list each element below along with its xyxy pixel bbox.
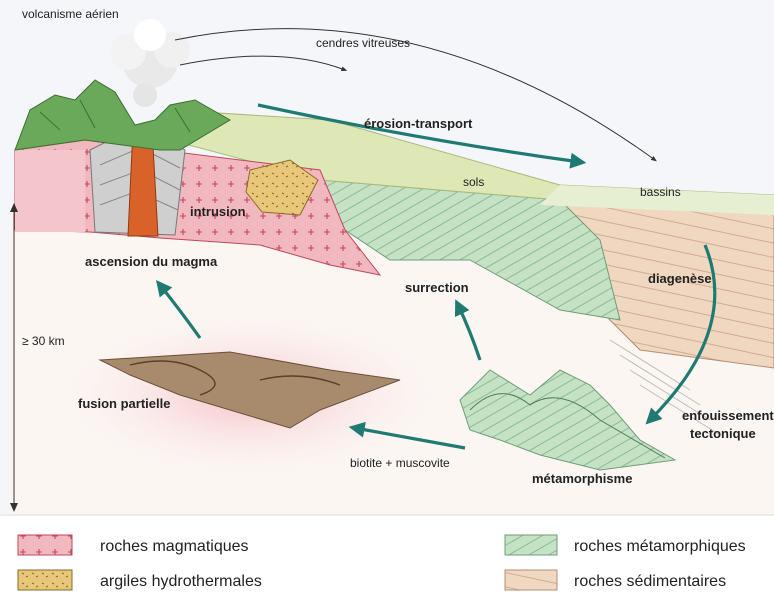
label-tectonique: tectonique: [690, 426, 756, 441]
label-enfouissement: enfouissement: [682, 408, 774, 423]
legend-label-magmatic: roches magmatiques: [100, 538, 249, 555]
label-metamorphisme: métamorphisme: [532, 471, 632, 486]
legend: roches magmatiques argiles hydrothermale…: [18, 535, 746, 590]
label-intrusion: intrusion: [190, 204, 246, 219]
label-erosion: érosion-transport: [364, 116, 473, 131]
block-front-face: [15, 150, 85, 232]
label-depth: ≥ 30 km: [22, 334, 65, 348]
label-surrection: surrection: [405, 280, 469, 295]
metamorphic-swatch: [505, 535, 557, 555]
sedimentary-swatch: [505, 570, 557, 590]
label-cendres: cendres vitreuses: [316, 36, 410, 50]
label-bassins: bassins: [640, 185, 681, 199]
legend-label-sedimentary: roches sédimentaires: [574, 573, 726, 590]
label-fusion: fusion partielle: [78, 396, 170, 411]
label-sols: sols: [463, 175, 484, 189]
clay-swatch: [18, 570, 72, 590]
magmatic-swatch: [18, 535, 72, 555]
legend-label-metamorphic: roches métamorphiques: [574, 538, 746, 555]
label-biotite: biotite + muscovite: [350, 456, 450, 470]
label-ascension: ascension du magma: [85, 254, 218, 269]
label-diagenese: diagenèse: [648, 271, 712, 286]
legend-label-clay: argiles hydrothermales: [100, 573, 262, 590]
label-volcanisme: volcanisme aérien: [22, 7, 119, 21]
